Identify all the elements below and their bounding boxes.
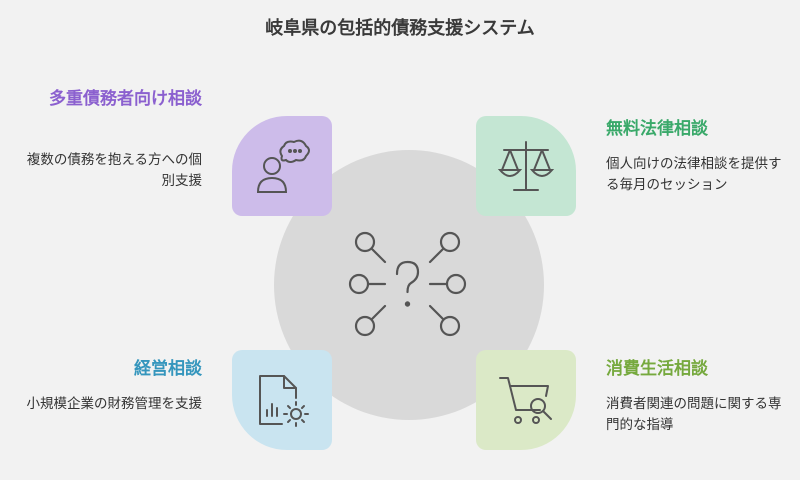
quadrant-business <box>232 350 332 450</box>
quadrant-consumer <box>476 350 576 450</box>
quadrant-multiple-debt <box>232 116 332 216</box>
description-multiple-debt: 複数の債務を抱える方への個別支援 <box>26 152 202 189</box>
quadrant-legal <box>476 116 576 216</box>
heading-consumer: 消費生活相談 <box>606 359 708 379</box>
heading-legal: 無料法律相談 <box>606 119 708 139</box>
person-speech-bubble-icon <box>256 139 310 193</box>
heading-multiple-debt: 多重債務者向け相談 <box>49 89 202 109</box>
diagram-title: 岐阜県の包括的債務支援システム <box>265 18 535 39</box>
description-business: 小規模企業の財務管理を支援 <box>26 396 203 412</box>
description-legal: 個人向けの法律相談を提供する毎月のセッション <box>606 156 782 193</box>
heading-business: 経営相談 <box>134 359 202 379</box>
scales-icon <box>497 141 555 191</box>
cart-search-icon <box>499 377 552 424</box>
question-network-icon <box>348 231 467 337</box>
description-consumer: 消費者関連の問題に関する専門的な指導 <box>606 396 782 433</box>
report-gear-icon <box>259 375 309 427</box>
